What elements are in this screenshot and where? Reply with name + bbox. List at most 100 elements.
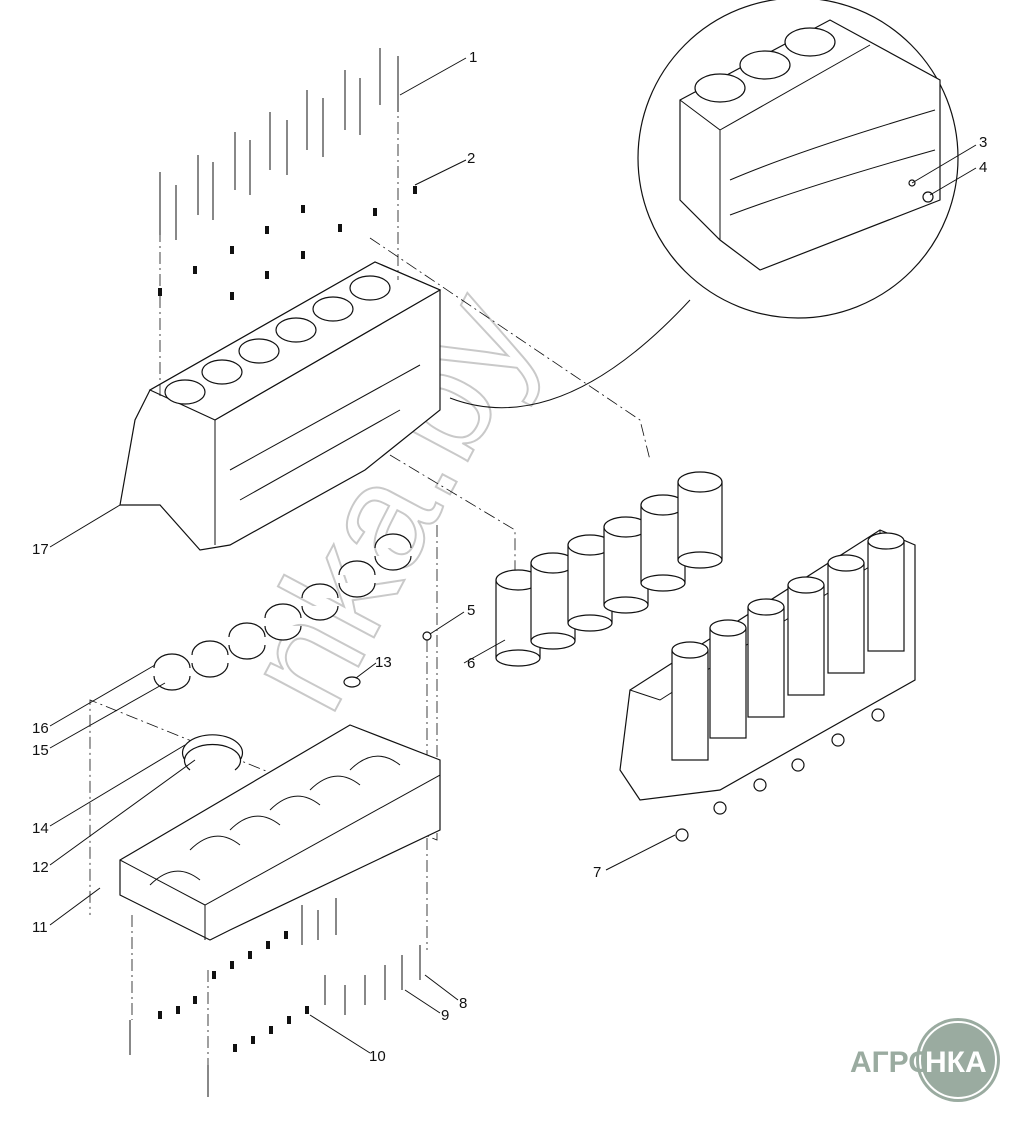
- callout-4: 4: [979, 159, 987, 176]
- callout-8: 8: [459, 995, 467, 1012]
- liner-top: [677, 471, 723, 493]
- liner-installed: [709, 627, 747, 739]
- logo-text-left: АГРО: [850, 1046, 932, 1079]
- liner-bottom: [495, 649, 541, 667]
- bedplate: [119, 724, 441, 941]
- agronka-logo: АГРО НКА: [850, 1018, 1000, 1102]
- bearing-shell: [264, 625, 302, 641]
- cylinder-block-lower: [619, 529, 916, 801]
- screw: [158, 1011, 162, 1019]
- screw: [230, 961, 234, 969]
- screw: [413, 186, 417, 194]
- screw: [248, 951, 252, 959]
- callout-11: 11: [32, 919, 48, 936]
- screw: [301, 251, 305, 259]
- screw: [287, 1016, 291, 1024]
- bearing-shell: [374, 533, 412, 549]
- bearing-shells: [153, 533, 412, 691]
- liner-installed: [671, 649, 709, 761]
- thrust-washers: [181, 734, 244, 771]
- callout-15: 15: [32, 742, 49, 759]
- screw: [251, 1036, 255, 1044]
- cylinder-liner: [677, 471, 723, 569]
- bearing-shell: [191, 662, 229, 678]
- bolts: [129, 48, 885, 1097]
- plug-5: [422, 631, 432, 641]
- callout-16: 16: [32, 720, 49, 737]
- cylinder-liner: [495, 569, 541, 667]
- screw: [305, 1006, 309, 1014]
- callout-labels: 1 2 3 4 5 6 7 8 9 10 11 12 13 14 15 16 1…: [32, 49, 987, 1065]
- liner-installed-top: [827, 554, 865, 572]
- seal-ring: [343, 676, 361, 688]
- callout-2: 2: [467, 150, 475, 167]
- nozzle: [713, 801, 727, 815]
- callout-17: 17: [32, 541, 49, 558]
- bearing-shell: [301, 605, 339, 621]
- cylinder-block-upper: [119, 261, 442, 551]
- plug: [922, 191, 934, 203]
- screw: [301, 205, 305, 213]
- screw: [230, 246, 234, 254]
- screw: [176, 1006, 180, 1014]
- nozzle: [871, 708, 885, 722]
- bearing-shell: [153, 675, 191, 691]
- screw: [269, 1026, 273, 1034]
- screw: [158, 288, 162, 296]
- cylinder-bore: [349, 275, 391, 301]
- nozzle: [675, 828, 689, 842]
- callout-10: 10: [369, 1048, 386, 1065]
- cylinder-liners: [495, 471, 723, 667]
- liner-installed: [867, 540, 905, 652]
- screw: [233, 1044, 237, 1052]
- screw: [193, 996, 197, 1004]
- bearing-shell: [338, 560, 376, 576]
- liner-body: [677, 481, 723, 561]
- screw: [266, 941, 270, 949]
- liner-bottom: [603, 596, 649, 614]
- screw: [265, 226, 269, 234]
- callout-14: 14: [32, 820, 49, 837]
- liner-installed-top: [787, 576, 825, 594]
- screw: [212, 971, 216, 979]
- bearing-shell: [264, 603, 302, 619]
- liner-installed: [827, 562, 865, 674]
- bearing-shell: [301, 583, 339, 599]
- screw: [193, 266, 197, 274]
- callout-3: 3: [979, 134, 987, 151]
- screw: [373, 208, 377, 216]
- bearing-shell: [374, 555, 412, 571]
- callout-13: 13: [375, 654, 392, 671]
- screw: [265, 271, 269, 279]
- liner-installed: [787, 584, 825, 696]
- cylinder-bore: [164, 379, 206, 405]
- liner-bottom: [677, 551, 723, 569]
- cylinder-bore: [238, 338, 280, 364]
- liner-installed-top: [671, 641, 709, 659]
- callout-6: 6: [467, 655, 475, 672]
- nozzle: [753, 778, 767, 792]
- screw: [230, 292, 234, 300]
- callout-1: 1: [469, 49, 477, 66]
- cylinder-bore: [201, 359, 243, 385]
- bearing-shell: [153, 653, 191, 669]
- callout-9: 9: [441, 1007, 449, 1024]
- callout-7: 7: [593, 864, 601, 881]
- callout-12: 12: [32, 859, 49, 876]
- leader-lines: [49, 57, 977, 1054]
- liner-installed-top: [747, 598, 785, 616]
- bearing-shell: [228, 622, 266, 638]
- liner-bottom: [530, 632, 576, 650]
- cylinder-bore: [312, 296, 354, 322]
- liner-installed-top: [867, 532, 905, 550]
- bearing-shell: [228, 644, 266, 660]
- logo-text-right: НКА: [925, 1046, 987, 1079]
- nozzle: [831, 733, 845, 747]
- bearing-shell: [338, 582, 376, 598]
- liner-bottom: [567, 614, 613, 632]
- detail-inset: [449, 0, 959, 409]
- nozzle: [791, 758, 805, 772]
- liner-installed-top: [709, 619, 747, 637]
